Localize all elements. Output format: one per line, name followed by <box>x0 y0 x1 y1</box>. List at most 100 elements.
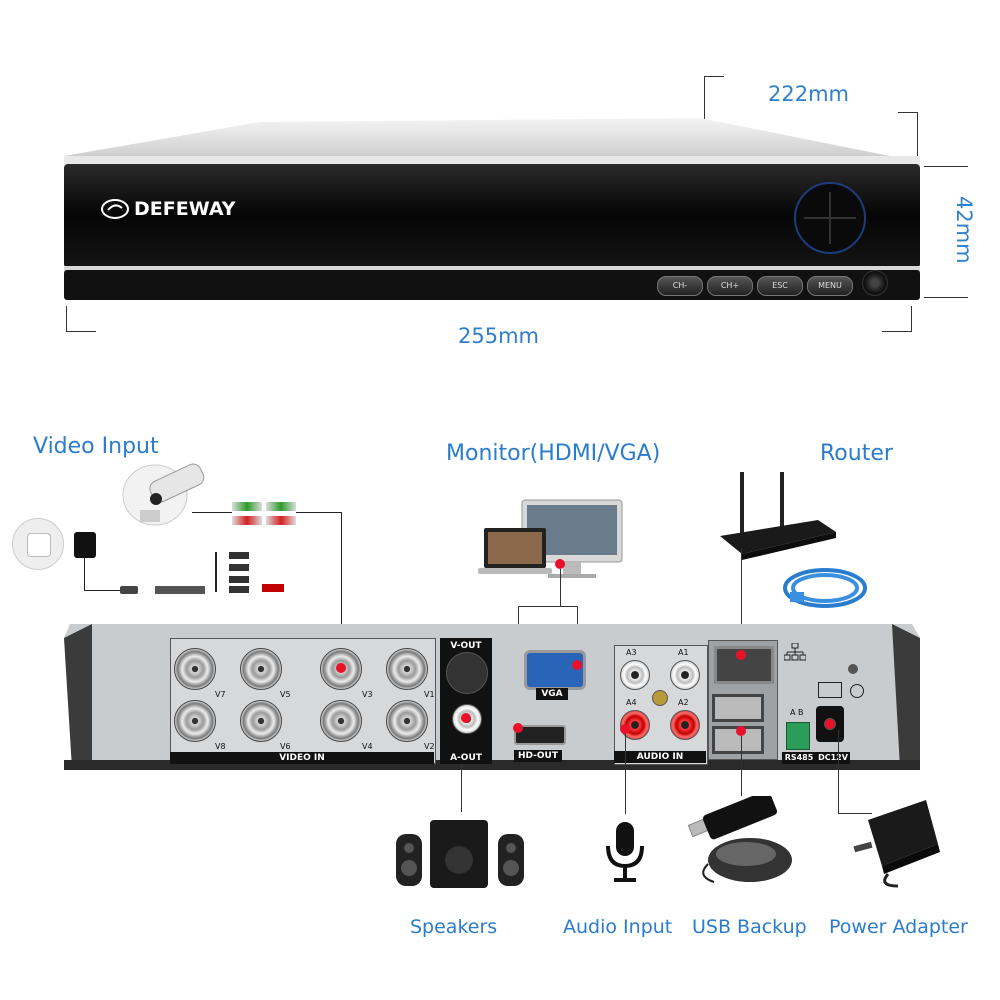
router-cable <box>741 548 742 660</box>
ground-icon <box>850 684 864 698</box>
audio-port-a2[interactable] <box>670 710 700 740</box>
label-a1: A1 <box>678 648 689 657</box>
a-out-marker <box>461 713 471 723</box>
bnc-v1[interactable] <box>386 648 428 690</box>
label-v7: V7 <box>215 690 226 699</box>
caption-usb-backup: USB Backup <box>692 916 807 938</box>
audio-port-a1[interactable] <box>670 660 700 690</box>
hdmi-port[interactable] <box>514 725 566 745</box>
ch-plus-button[interactable]: CH+ <box>707 276 753 296</box>
label-a2: A2 <box>678 698 689 707</box>
brand-name: DEFEWAY <box>134 198 236 220</box>
width-tick-left <box>66 331 96 332</box>
depth-tick-right <box>898 112 918 113</box>
power-splitter-icon <box>205 548 255 594</box>
monitor-cable-v <box>560 569 561 607</box>
width-line-left <box>66 306 67 332</box>
label-v8: V8 <box>215 742 226 751</box>
a-out-label: A-OUT <box>440 752 492 764</box>
vga-marker <box>572 660 582 670</box>
label-v1: V1 <box>424 690 435 699</box>
width-line-right <box>911 306 912 332</box>
speaker-cable <box>461 764 462 812</box>
usb-marker <box>736 726 746 736</box>
mic-cable <box>625 734 626 814</box>
bnc-v6[interactable] <box>240 700 282 742</box>
width-tick-right <box>882 331 912 332</box>
caption-video-input: Video Input <box>33 434 159 459</box>
label-a4: A4 <box>626 698 637 707</box>
caption-monitor: Monitor(HDMI/VGA) <box>446 441 661 466</box>
hd-out-label: HD-OUT <box>514 750 562 762</box>
label-v2: V2 <box>424 742 435 751</box>
dc12v-label: DC12V <box>816 752 850 764</box>
defeway-logo-icon <box>101 199 129 219</box>
ir-sensor <box>862 270 888 296</box>
height-tick-bottom <box>924 297 968 298</box>
esc-button[interactable]: ESC <box>757 276 803 296</box>
bnc-v4[interactable] <box>320 700 362 742</box>
usb-cable <box>741 736 742 796</box>
width-dimension: 255mm <box>458 324 539 348</box>
bnc-v2[interactable] <box>386 700 428 742</box>
router-icon <box>720 472 836 560</box>
monitor-icon <box>478 499 623 578</box>
bnc-v8[interactable] <box>174 700 216 742</box>
menu-button[interactable]: MENU <box>807 276 853 296</box>
label-v3: V3 <box>362 690 373 699</box>
power-plug-icon <box>74 532 96 558</box>
caption-speakers: Speakers <box>410 916 498 938</box>
usb-port-1[interactable] <box>712 694 764 722</box>
camera-icon <box>122 463 205 526</box>
depth-line-right <box>917 112 918 164</box>
vga-port[interactable] <box>524 650 586 690</box>
video-cable-h <box>296 512 342 513</box>
dvr-front-view <box>64 118 920 300</box>
dc-plug-icon <box>120 586 138 594</box>
depth-line-left <box>704 76 705 130</box>
label-v5: V5 <box>280 690 291 699</box>
rs485-port[interactable] <box>786 722 810 750</box>
label-v4: V4 <box>362 742 373 751</box>
video-in-label: VIDEO IN <box>170 752 434 764</box>
caption-power-adapter: Power Adapter <box>829 916 968 938</box>
monitor-marker <box>555 559 565 569</box>
usb-drive-mouse-icon <box>687 796 792 883</box>
power-cable <box>84 558 85 590</box>
bnc-plug-red-2 <box>266 516 296 525</box>
vga-label: VGA <box>536 688 568 700</box>
hdmi-marker <box>513 723 523 733</box>
front-control-pad[interactable] <box>792 180 868 256</box>
caption-router: Router <box>820 441 893 466</box>
v-out-port[interactable] <box>446 652 488 694</box>
depth-dimension: 222mm <box>768 82 849 106</box>
ground-screw <box>652 690 668 706</box>
bnc-v7[interactable] <box>174 648 216 690</box>
bnc-v3[interactable] <box>320 648 362 690</box>
bnc-plug-green-1 <box>232 502 262 511</box>
v-out-label: V-OUT <box>440 640 492 652</box>
bnc-v5[interactable] <box>240 648 282 690</box>
height-dimension: 42mm <box>952 196 976 264</box>
caption-audio-input: Audio Input <box>563 916 673 938</box>
rs485-ab-label: A B <box>790 708 804 717</box>
network-icon <box>784 643 806 661</box>
power-adapter-cable-h <box>838 813 872 814</box>
audio-port-a3[interactable] <box>620 660 650 690</box>
label-v6: V6 <box>280 742 291 751</box>
network-cable-icon <box>783 568 867 608</box>
screw-icon <box>848 664 858 674</box>
dc12v-marker <box>825 719 835 729</box>
video-in-marker <box>336 663 346 673</box>
bnc-plug-green-2 <box>266 502 296 511</box>
splitter-icon <box>155 586 205 594</box>
ch-minus-button[interactable]: CH- <box>657 276 703 296</box>
rs485-label: RS485 <box>782 752 816 764</box>
label-a3: A3 <box>626 648 637 657</box>
audio-in-marker <box>620 724 630 734</box>
depth-tick-left <box>704 76 724 77</box>
microphone-icon <box>606 822 644 882</box>
bnc-plug-red-1 <box>232 516 262 525</box>
dc-polarity-icon <box>818 682 842 698</box>
audio-in-label: AUDIO IN <box>614 751 706 763</box>
